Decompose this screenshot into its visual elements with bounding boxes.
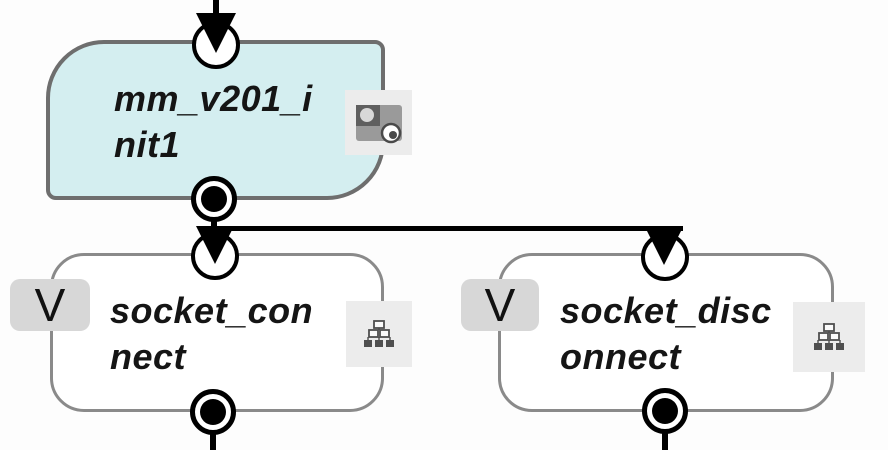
output-port-dot — [201, 186, 227, 212]
snapshot-icon — [355, 104, 402, 143]
label-line: onnect — [560, 336, 682, 377]
node-label-mm-v201-init1: mm_v201_i nit1 — [114, 76, 313, 168]
sitemap-icon — [814, 323, 844, 350]
label-line: nit1 — [114, 124, 181, 165]
input-port-socket-connect[interactable] — [191, 232, 239, 280]
output-port-socket-disconnect[interactable] — [642, 388, 688, 434]
variable-badge-socket-connect: V — [10, 279, 90, 331]
label-line: socket_disc — [560, 290, 772, 331]
label-line: socket_con — [110, 290, 314, 331]
output-port-socket-connect[interactable] — [190, 389, 236, 435]
node-label-socket-disconnect: socket_disc onnect — [560, 288, 772, 380]
variable-badge-socket-disconnect: V — [461, 279, 539, 331]
label-line: nect — [110, 336, 187, 377]
label-line: mm_v201_i — [114, 78, 313, 119]
output-port-mm-v201-init1[interactable] — [191, 176, 237, 222]
output-port-dot — [200, 399, 226, 425]
node-label-socket-connect: socket_con nect — [110, 288, 313, 380]
snapshot-icon-button[interactable] — [345, 90, 412, 155]
input-port-socket-disconnect[interactable] — [641, 233, 689, 281]
output-port-dot — [652, 398, 678, 424]
sitemap-icon-button[interactable] — [793, 302, 865, 372]
sitemap-icon-button[interactable] — [346, 301, 412, 367]
input-port-mm-v201-init1[interactable] — [192, 21, 240, 69]
sitemap-icon — [364, 320, 394, 347]
